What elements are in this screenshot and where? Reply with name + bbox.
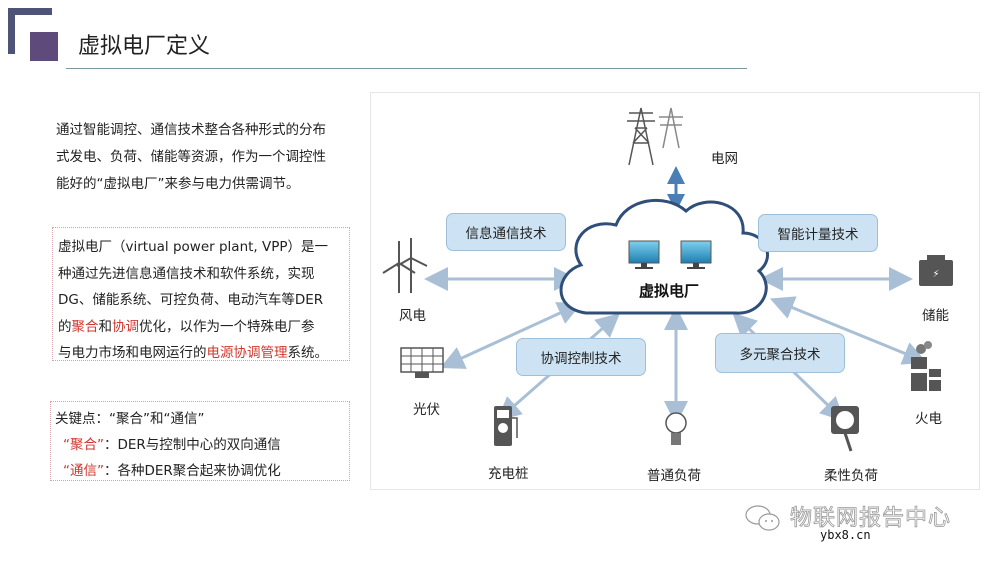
node-charger: 充电桩	[488, 466, 529, 482]
node-grid: 电网	[711, 151, 738, 167]
logo-square	[30, 32, 58, 61]
wechat-icon	[745, 505, 780, 531]
power-tower-icon	[627, 107, 683, 166]
cloud-shape	[559, 198, 770, 315]
battery-icon: ⚡	[919, 255, 953, 286]
node-flexible-load: 柔性负荷	[824, 468, 878, 484]
node-wind: 风电	[399, 308, 426, 324]
svg-text:⚡: ⚡	[932, 269, 939, 280]
cloud-label: 虚拟电厂	[639, 282, 700, 300]
intro-line: 式发电、负荷、储能等资源，作为一个调控性	[56, 149, 326, 165]
arrow-thermal	[769, 296, 928, 365]
intro-line: 能好的“虚拟电厂”来参与电力供需调节。	[56, 176, 300, 192]
power-socket-icon	[831, 406, 859, 452]
key-desc: ：DER与控制中心的双向通信	[104, 437, 281, 453]
definition-line: 虚拟电厂（virtual power plant, VPP）是一	[58, 239, 329, 255]
tech-info-comm: 信息通信技术	[446, 213, 566, 251]
text: 系统。	[287, 345, 329, 361]
key-points-heading: 关键点：“聚合”和“通信”	[55, 411, 205, 427]
key-points-box: 关键点：“聚合”和“通信” “聚合”：DER与控制中心的双向通信 “通信”：各种…	[50, 401, 350, 481]
text: 的	[58, 318, 72, 335]
key-point-row: “通信”：各种DER聚合起来协调优化	[55, 458, 349, 484]
wind-turbine-icon	[382, 238, 428, 293]
solar-panel-icon	[400, 347, 444, 378]
intro-line: 通过智能调控、通信技术整合各种形式的分布	[56, 122, 326, 138]
highlight-management: 电源协调管理	[206, 345, 288, 361]
node-solar: 光伏	[413, 402, 440, 418]
text: 与电力市场和电网运行的	[58, 345, 207, 361]
key-point-row: “聚合”：DER与控制中心的双向通信	[55, 432, 349, 458]
definition-line: 与电力市场和电网运行的电源协调管理系统。	[58, 340, 349, 367]
watermark-site: ybx8.cn	[820, 528, 871, 542]
key-term: “通信”	[63, 463, 104, 479]
tech-coordinated-control: 协调控制技术	[516, 338, 646, 376]
key-desc: ：各种DER聚合起来协调优化	[104, 463, 281, 479]
text: 和	[98, 318, 113, 335]
tech-multi-aggregation: 多元聚合技术	[715, 333, 845, 373]
intro-paragraph: 通过智能调控、通信技术整合各种形式的分布 式发电、负荷、储能等资源，作为一个调控…	[56, 117, 356, 198]
factory-icon	[911, 341, 941, 391]
vpp-diagram: ⚡	[370, 92, 980, 490]
definition-line: 的聚合和协调优化，以作为一个特殊电厂参	[58, 314, 349, 341]
watermark-text: 物联网报告中心	[790, 506, 952, 532]
monitor-icon	[628, 240, 660, 269]
highlight-coordination: 协调	[112, 318, 139, 335]
light-bulb-icon	[665, 412, 687, 445]
node-normal-load: 普通负荷	[647, 468, 701, 484]
page-title: 虚拟电厂定义	[78, 34, 211, 59]
key-term: “聚合”	[63, 437, 104, 453]
node-storage: 储能	[922, 308, 949, 324]
diagram-graphics: ⚡	[382, 107, 953, 452]
text: 优化，以作为一个特殊电厂参	[139, 318, 315, 335]
logo-frame	[8, 8, 52, 54]
ev-charger-icon	[494, 406, 518, 446]
tech-smart-metering: 智能计量技术	[758, 214, 878, 252]
title-divider	[66, 68, 747, 69]
highlight-aggregation: 聚合	[71, 318, 99, 335]
node-thermal: 火电	[915, 411, 942, 427]
definition-line: DG、储能系统、可控负荷、电动汽车等DER	[58, 292, 324, 308]
monitor-icon	[680, 240, 712, 269]
definition-line: 种通过先进信息通信技术和软件系统，实现	[58, 265, 315, 282]
definition-box: 虚拟电厂（virtual power plant, VPP）是一 种通过先进信息…	[52, 227, 350, 361]
